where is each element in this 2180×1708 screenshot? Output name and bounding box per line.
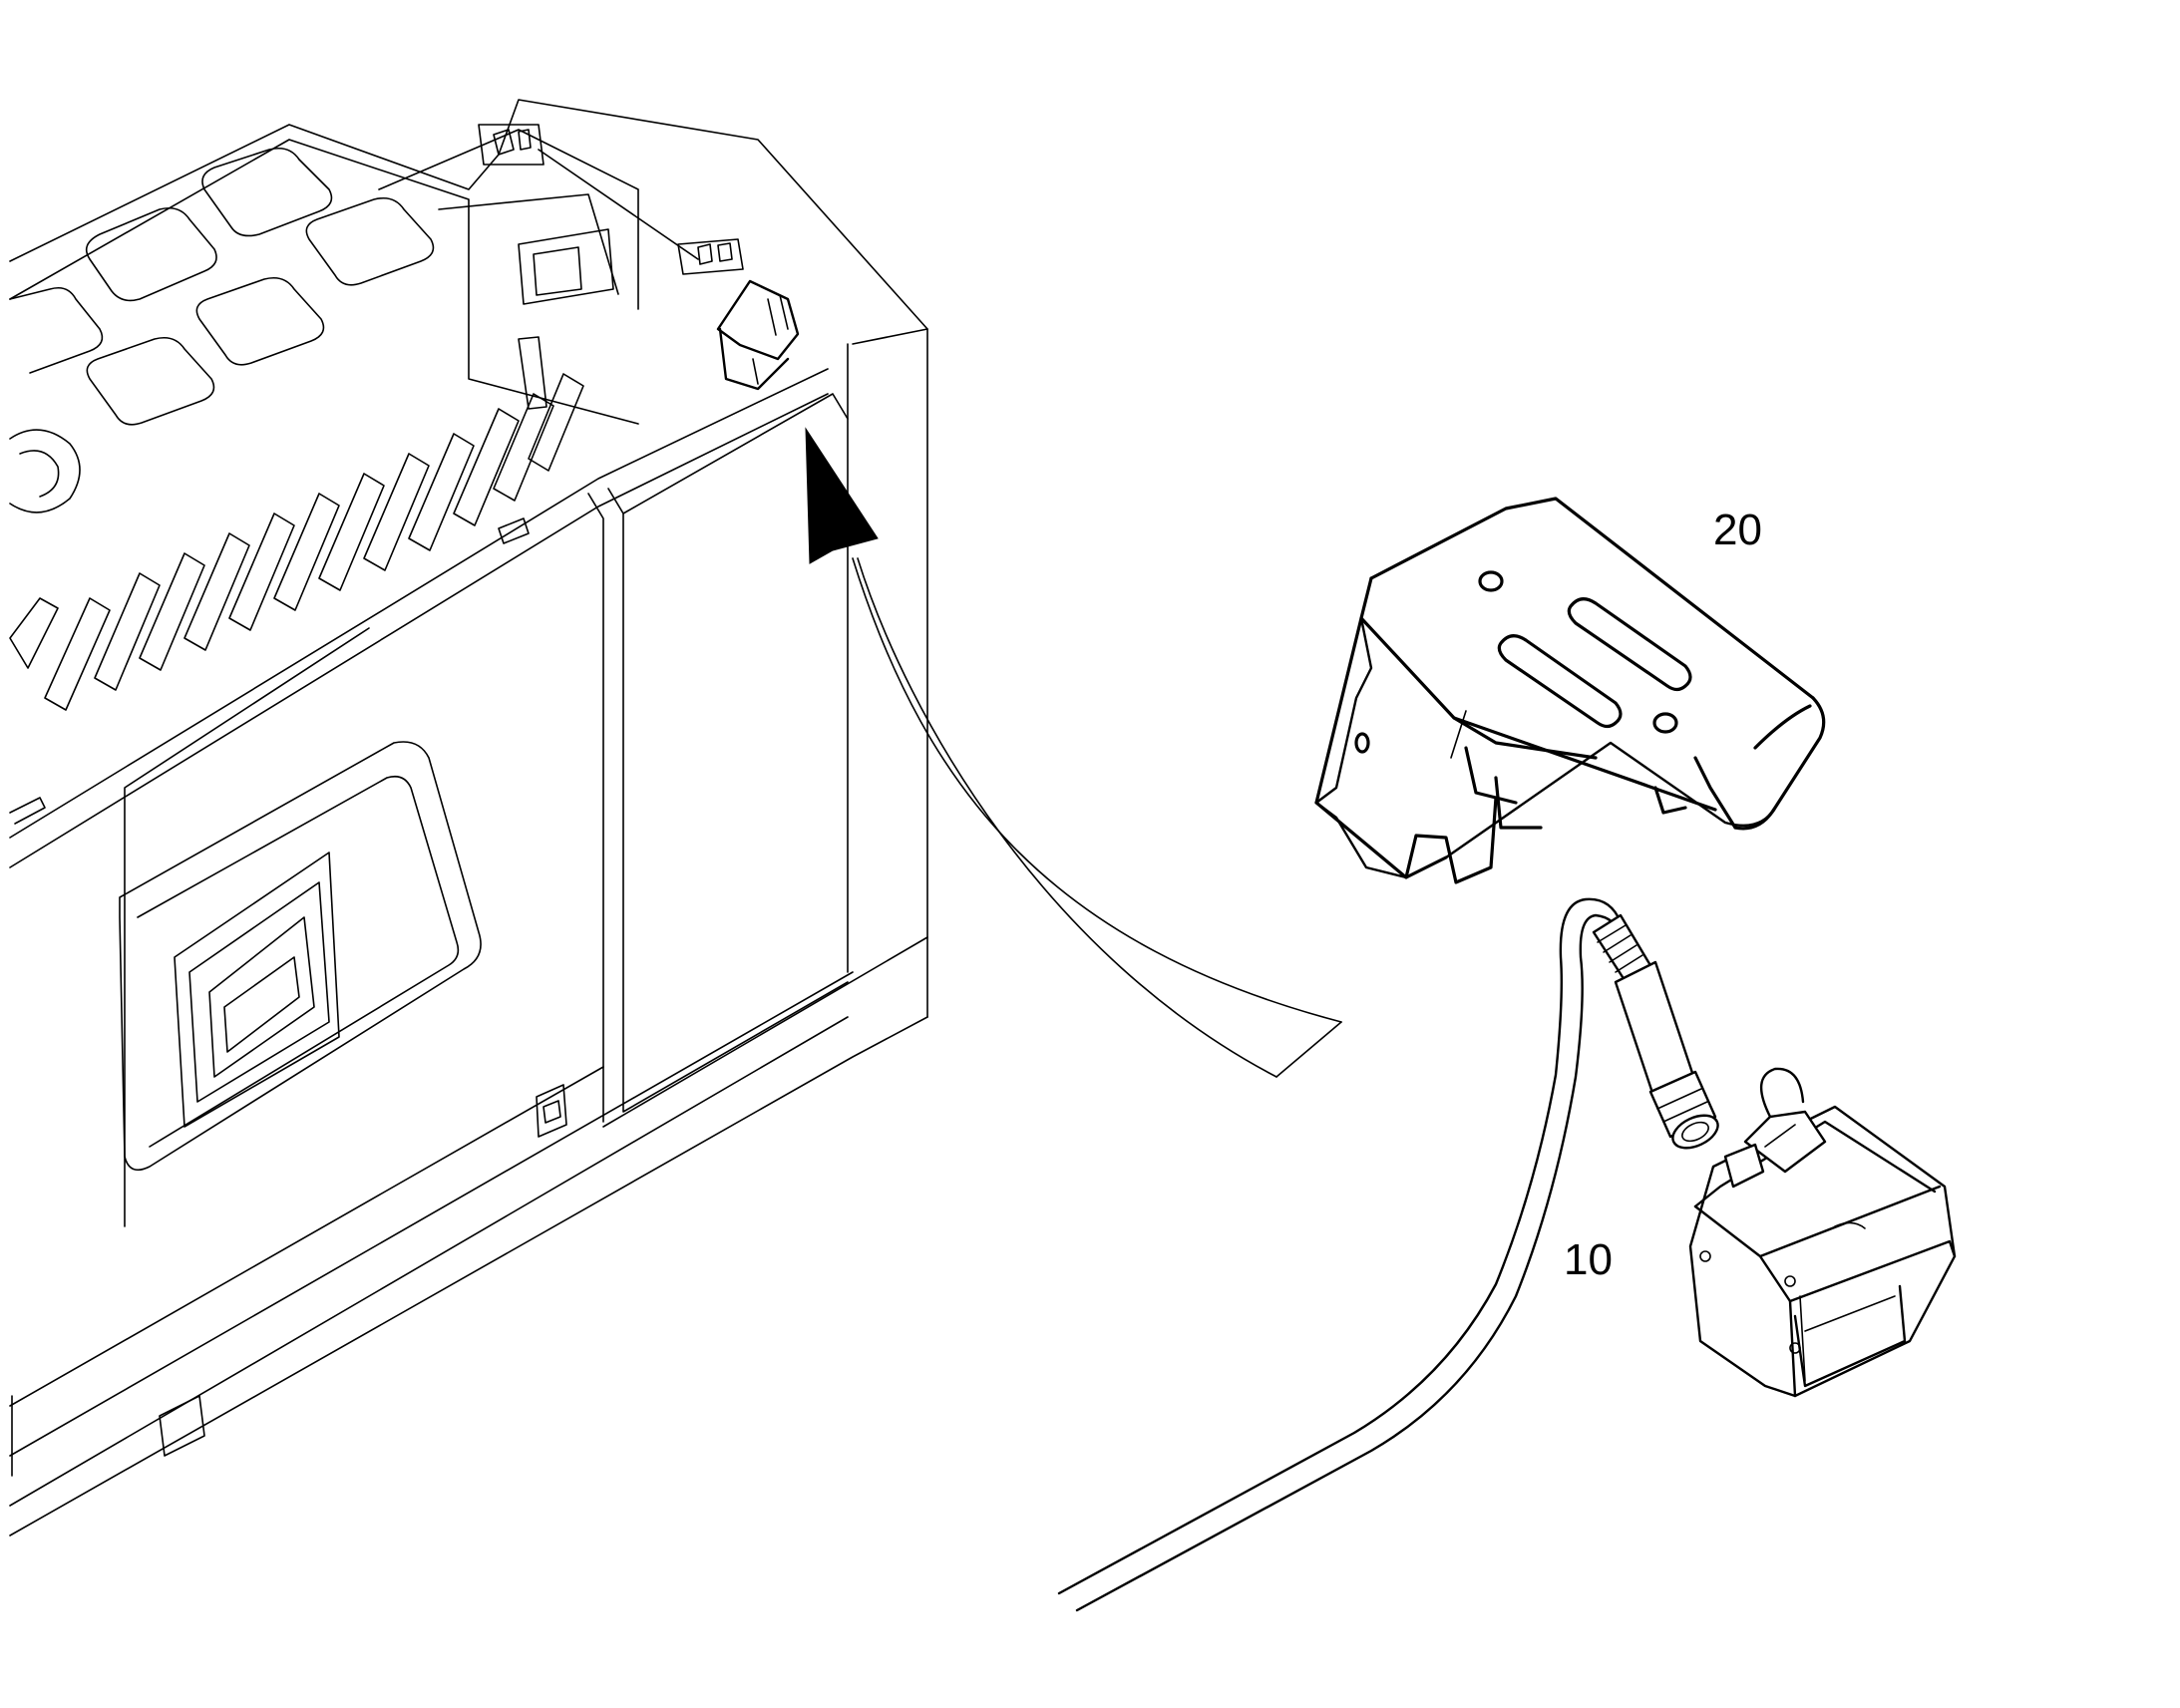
installed-bracket <box>716 279 800 391</box>
mounting-hardware <box>478 124 744 305</box>
bracket-part <box>1314 497 1826 884</box>
cable-switch-assembly <box>1057 897 1957 1612</box>
callout-number-cable-switch: 10 <box>1564 1235 1613 1284</box>
callout-number-bracket: 20 <box>1713 506 1762 554</box>
ventilation-window <box>119 741 482 1172</box>
machine-housing <box>9 99 928 1537</box>
installation-arrow <box>805 427 1342 1078</box>
vent-slots <box>9 373 584 711</box>
